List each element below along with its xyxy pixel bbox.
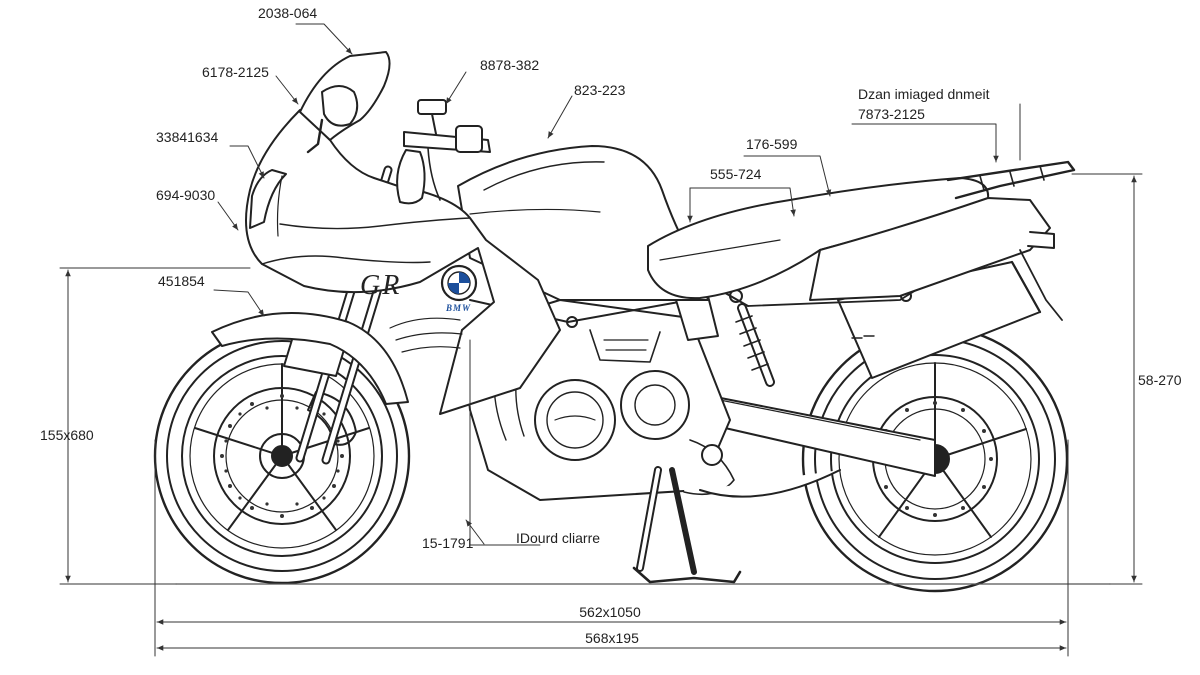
label-front-height: 155x680	[40, 427, 94, 443]
tail-section	[809, 197, 1063, 321]
center-stand	[632, 466, 742, 584]
decal-model-badge: GR	[360, 270, 402, 301]
label-mirror: 8878-382	[480, 57, 540, 73]
label-rack: 7873-2125	[858, 106, 925, 122]
front-wheel-spokes	[194, 363, 370, 531]
label-windscreen-side: 6178-2125	[202, 64, 269, 80]
label-tank-top: 823-223	[574, 82, 626, 98]
label-fairing-upper: 33841634	[156, 129, 219, 145]
mirror	[321, 85, 359, 127]
bmw-roundel	[440, 264, 478, 302]
label-rear-height: 58-270	[1138, 372, 1182, 388]
rear-shock	[735, 303, 775, 387]
label-fairing-lower: 694-9030	[156, 187, 216, 203]
swingarm	[689, 391, 936, 477]
label-seat-front: 555-724	[710, 166, 762, 182]
label-windscreen-top: 2038-064	[258, 5, 318, 21]
label-seat-rear: 176-599	[746, 136, 798, 152]
label-wheelbase: 562x1050	[579, 604, 641, 620]
headlight	[249, 169, 287, 229]
label-ground-left: 15-1791	[422, 535, 474, 551]
decal-bmw-logo: BMW	[446, 303, 472, 313]
label-rack-title: Dzan imiaged dnmeit	[858, 86, 990, 102]
label-ground-clearance: IDourd cliarre	[516, 530, 601, 546]
leader-lines	[213, 23, 573, 545]
handlebar-assembly	[396, 99, 491, 205]
label-overall-length: 568x195	[585, 630, 639, 646]
luggage-rack	[946, 160, 1076, 200]
dimension-lines	[59, 103, 1143, 657]
label-front-fender: 451854	[158, 273, 205, 289]
front-fender	[211, 312, 409, 405]
